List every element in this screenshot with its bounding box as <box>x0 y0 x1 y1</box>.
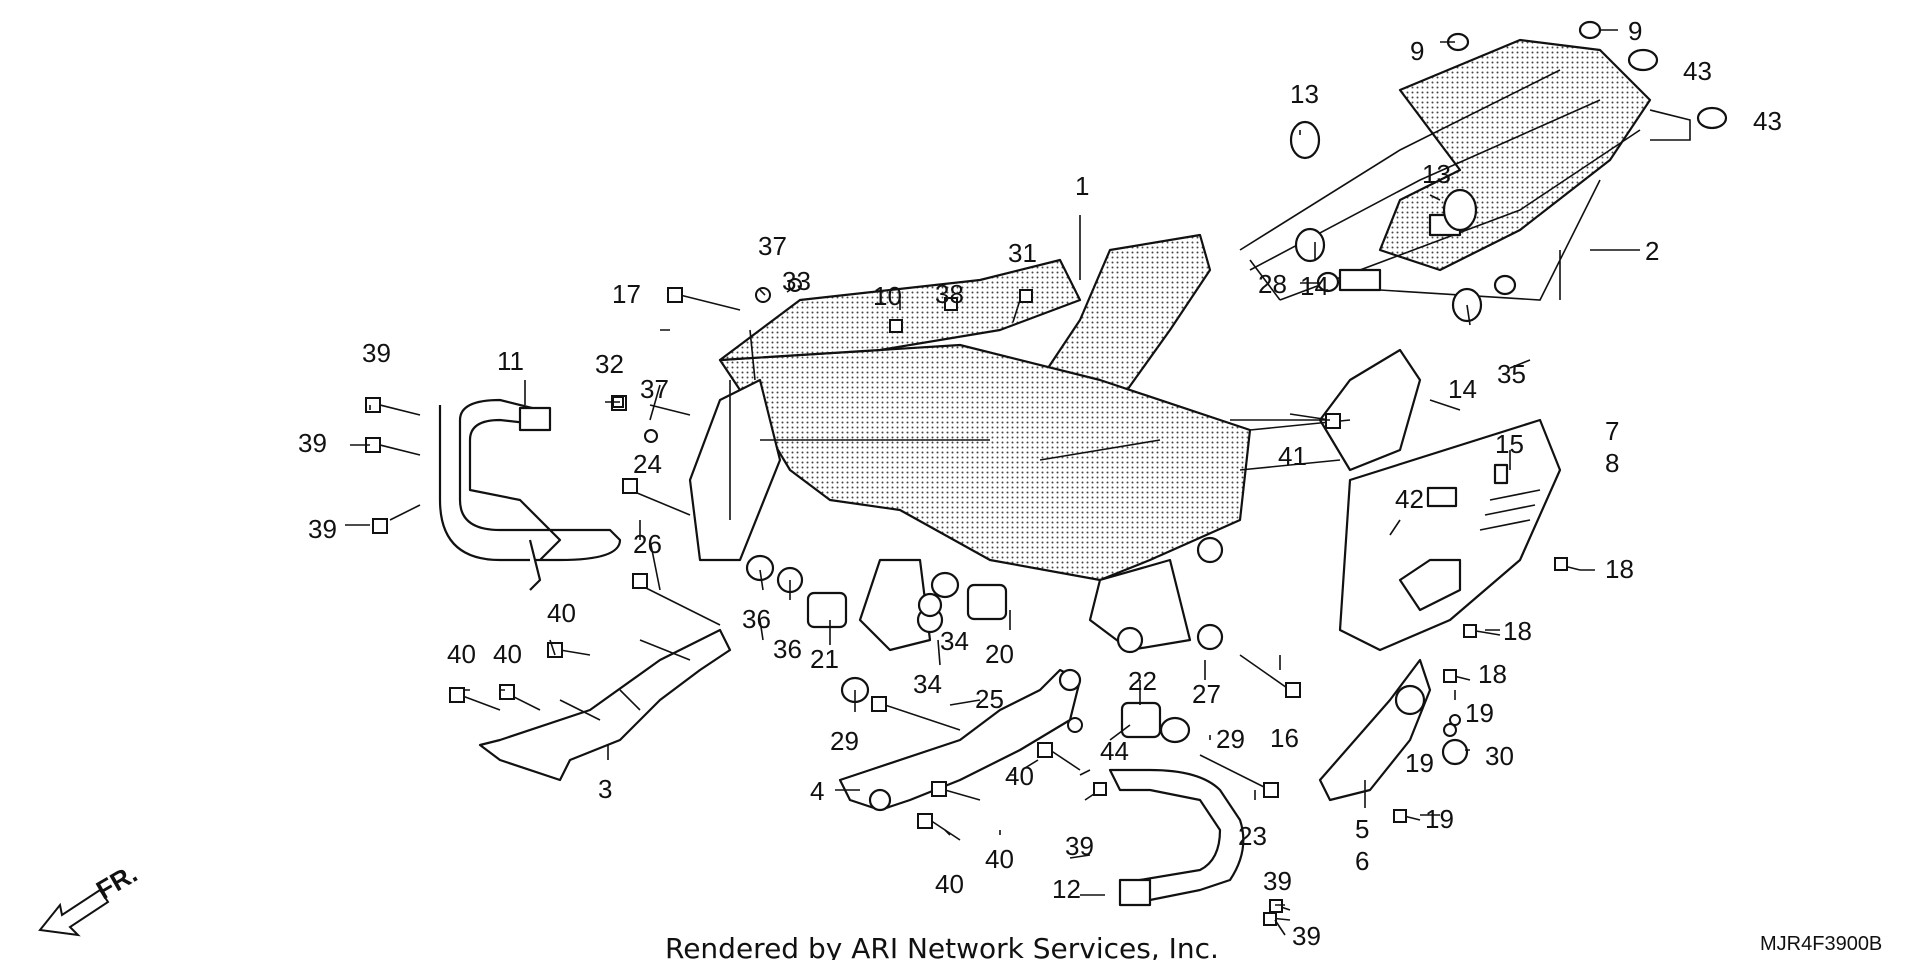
left-lower-bracket[interactable] <box>478 628 732 782</box>
callout-9-right[interactable]: 9 <box>1628 16 1642 46</box>
callout-16[interactable]: 16 <box>1270 723 1299 753</box>
callout-6[interactable]: 6 <box>1355 846 1369 876</box>
callout-39-center[interactable]: 39 <box>1065 831 1094 861</box>
callout-43-top[interactable]: 43 <box>1683 56 1712 86</box>
callout-40-e[interactable]: 40 <box>985 844 1014 874</box>
right-guard-bar[interactable] <box>1108 768 1245 907</box>
callout-39-top[interactable]: 39 <box>362 338 391 368</box>
callout-17[interactable]: 17 <box>612 279 641 309</box>
callout-30[interactable]: 30 <box>1485 741 1514 771</box>
callout-labels: 1 2 3 4 5 6 7 8 9 9 10 11 12 13 13 14 14… <box>298 16 1782 951</box>
callout-28[interactable]: 28 <box>1258 269 1287 299</box>
callout-33[interactable]: 33 <box>782 266 811 296</box>
callout-5[interactable]: 5 <box>1355 814 1369 844</box>
bolt-set[interactable] <box>365 278 1581 926</box>
callout-12[interactable]: 12 <box>1052 874 1081 904</box>
callout-26[interactable]: 26 <box>633 529 662 559</box>
callout-1[interactable]: 1 <box>1075 171 1089 201</box>
callout-39-low[interactable]: 39 <box>308 514 337 544</box>
callout-11[interactable]: 11 <box>497 346 524 376</box>
callout-36-a[interactable]: 36 <box>742 604 771 634</box>
callout-29-left[interactable]: 29 <box>830 726 859 756</box>
callout-38[interactable]: 38 <box>935 279 964 309</box>
heel-guard-plate[interactable] <box>1318 658 1432 802</box>
callout-37-mid[interactable]: 37 <box>640 374 669 404</box>
callout-19-b[interactable]: 19 <box>1405 748 1434 778</box>
callout-2[interactable]: 2 <box>1645 236 1659 266</box>
callout-10[interactable]: 10 <box>873 281 902 311</box>
callout-24[interactable]: 24 <box>633 449 662 479</box>
diagram-code: MJR4F3900B <box>1760 933 1882 955</box>
callout-44[interactable]: 44 <box>1100 736 1129 766</box>
callout-18-low[interactable]: 18 <box>1478 659 1507 689</box>
callout-20[interactable]: 20 <box>985 639 1014 669</box>
left-guard-bar[interactable] <box>438 398 622 591</box>
center-lower-bracket[interactable] <box>838 668 1082 812</box>
callout-39-bottom-b[interactable]: 39 <box>1292 921 1321 951</box>
callout-3[interactable]: 3 <box>598 774 612 804</box>
callout-31[interactable]: 31 <box>1008 238 1037 268</box>
callout-39-bottom-a[interactable]: 39 <box>1263 866 1292 896</box>
callout-40-d[interactable]: 40 <box>1005 761 1034 791</box>
callout-13-mid[interactable]: 13 <box>1422 159 1451 189</box>
callout-7[interactable]: 7 <box>1605 416 1619 446</box>
callout-43-mid[interactable]: 43 <box>1753 106 1782 136</box>
callout-41[interactable]: 41 <box>1278 441 1307 471</box>
callout-14-left[interactable]: 14 <box>1300 271 1329 301</box>
callout-13-top[interactable]: 13 <box>1290 79 1319 109</box>
bushing-set[interactable] <box>745 20 1728 766</box>
callout-34-upper[interactable]: 34 <box>940 626 969 656</box>
callout-18-mid[interactable]: 18 <box>1503 616 1532 646</box>
callout-21[interactable]: 21 <box>810 644 839 674</box>
footer-credit: Rendered by ARI Network Services, Inc. <box>665 932 1219 960</box>
callout-40-f[interactable]: 40 <box>935 869 964 899</box>
callout-4[interactable]: 4 <box>810 776 824 806</box>
callout-36-b[interactable]: 36 <box>773 634 802 664</box>
main-frame[interactable] <box>688 233 1422 654</box>
callout-18-top[interactable]: 18 <box>1605 554 1634 584</box>
leader-lines <box>345 29 1640 936</box>
callout-40-b[interactable]: 40 <box>447 639 476 669</box>
callout-42[interactable]: 42 <box>1395 484 1424 514</box>
callout-29-right[interactable]: 29 <box>1216 724 1245 754</box>
side-cover[interactable] <box>1338 418 1562 652</box>
callout-25[interactable]: 25 <box>975 684 1004 714</box>
callout-37-top[interactable]: 37 <box>758 231 787 261</box>
callout-34-lower[interactable]: 34 <box>913 669 942 699</box>
callout-15[interactable]: 15 <box>1495 429 1524 459</box>
callout-40-c[interactable]: 40 <box>493 639 522 669</box>
callout-22[interactable]: 22 <box>1128 666 1157 696</box>
callout-39-mid[interactable]: 39 <box>298 428 327 458</box>
callout-19-c[interactable]: 19 <box>1425 804 1454 834</box>
front-arrow-icon <box>38 888 110 937</box>
front-direction-indicator: FR. <box>38 858 142 937</box>
callout-19-a[interactable]: 19 <box>1465 698 1494 728</box>
callout-8[interactable]: 8 <box>1605 448 1619 478</box>
callout-40-a[interactable]: 40 <box>547 598 576 628</box>
callout-23[interactable]: 23 <box>1238 821 1267 851</box>
callout-14-right[interactable]: 14 <box>1448 374 1477 404</box>
callout-27[interactable]: 27 <box>1192 679 1221 709</box>
callout-9-left[interactable]: 9 <box>1410 36 1424 66</box>
callout-32[interactable]: 32 <box>595 349 624 379</box>
callout-35[interactable]: 35 <box>1497 359 1526 389</box>
